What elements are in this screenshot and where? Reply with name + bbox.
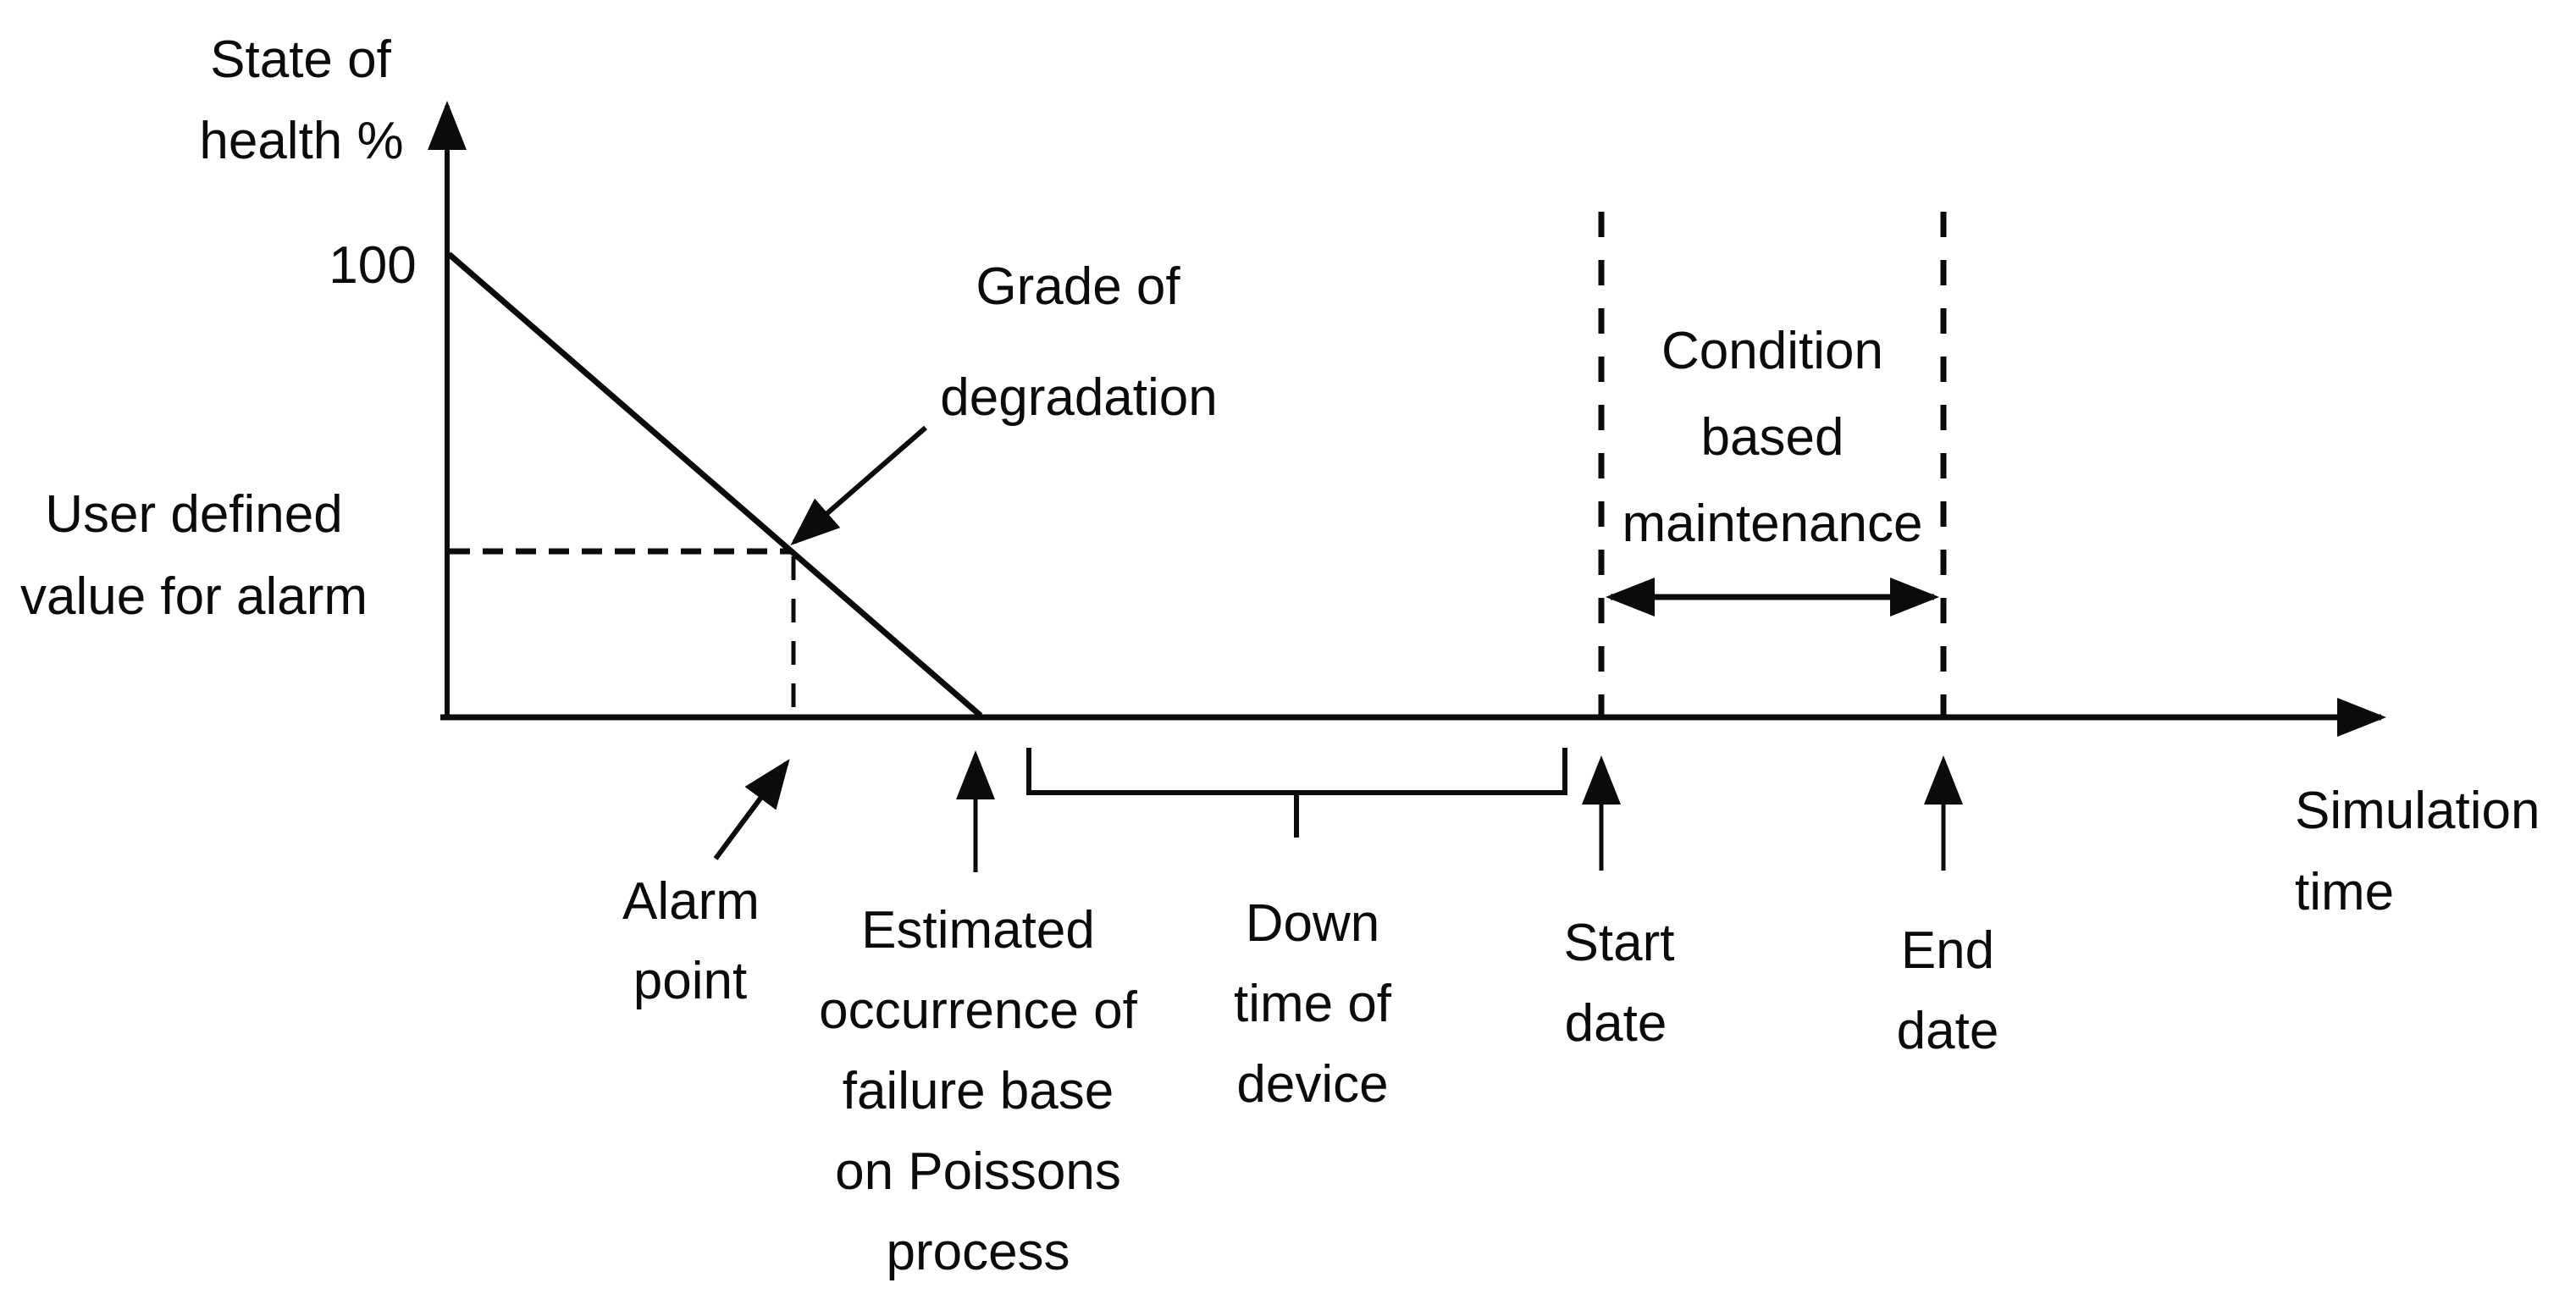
- down-time-label-line-2: time of: [1234, 975, 1392, 1033]
- cbm-label-line-1: Condition: [1661, 322, 1883, 380]
- down-time-label-line-3: device: [1236, 1055, 1388, 1114]
- x-axis-label-line-2: time: [2295, 863, 2394, 921]
- grade-of-degradation-label-line-2: degradation: [940, 368, 1218, 427]
- down-time-label-line-1: Down: [1246, 894, 1380, 953]
- user-alarm-label-line-1: User defined: [45, 485, 343, 544]
- end-date-label-line-1: End: [1901, 921, 1994, 980]
- end-date-label-line-2: date: [1897, 1002, 1999, 1060]
- user-alarm-label-line-2: value for alarm: [20, 567, 368, 626]
- x-axis-label-line-1: Simulation: [2295, 782, 2540, 840]
- start-date-label-line-1: Start: [1564, 914, 1675, 972]
- estimated-failure-label-line-4: on Poissons: [835, 1142, 1121, 1201]
- down-time-bracket: [1026, 748, 1567, 838]
- degradation-line: [446, 252, 983, 718]
- alarm-point-pointer-arrow: [713, 759, 790, 860]
- grade-pointer-arrow: [790, 425, 927, 545]
- cbm-label-line-2: based: [1701, 408, 1844, 467]
- start-date-label-line-2: date: [1565, 994, 1667, 1053]
- estimated-failure-label-line-2: occurrence of: [819, 982, 1137, 1040]
- y-axis-label-line-1: State of: [210, 30, 391, 89]
- y-axis-tick-100: 100: [329, 236, 416, 295]
- alarm-point-label-line-1: Alarm: [622, 872, 760, 931]
- estimated-failure-label-line-5: process: [886, 1223, 1070, 1281]
- estimated-failure-label-line-3: failure base: [843, 1062, 1114, 1120]
- alarm-point-label-line-2: point: [633, 952, 747, 1010]
- y-axis-label-line-2: health %: [199, 112, 403, 170]
- cbm-label-line-3: maintenance: [1622, 495, 1922, 553]
- grade-of-degradation-label-line-1: Grade of: [976, 257, 1180, 316]
- estimated-failure-label-line-1: Estimated: [861, 901, 1095, 959]
